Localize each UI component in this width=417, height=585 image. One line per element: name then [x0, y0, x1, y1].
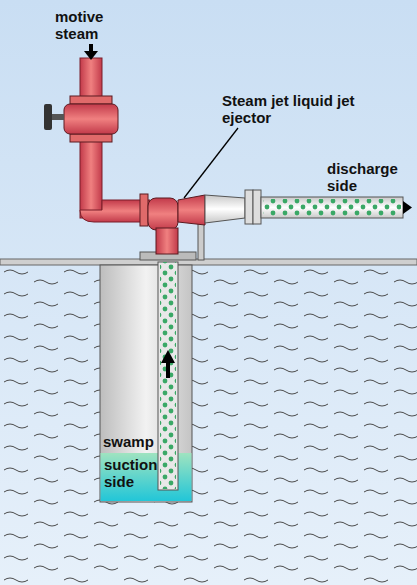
- steam-label: motive steam: [55, 8, 125, 42]
- discharge-label: discharge side: [327, 160, 407, 194]
- suction-label: suction side: [104, 456, 174, 490]
- ejector-label: Steam jet liquid jet ejector: [222, 92, 372, 126]
- pit-label: swamp: [103, 433, 183, 450]
